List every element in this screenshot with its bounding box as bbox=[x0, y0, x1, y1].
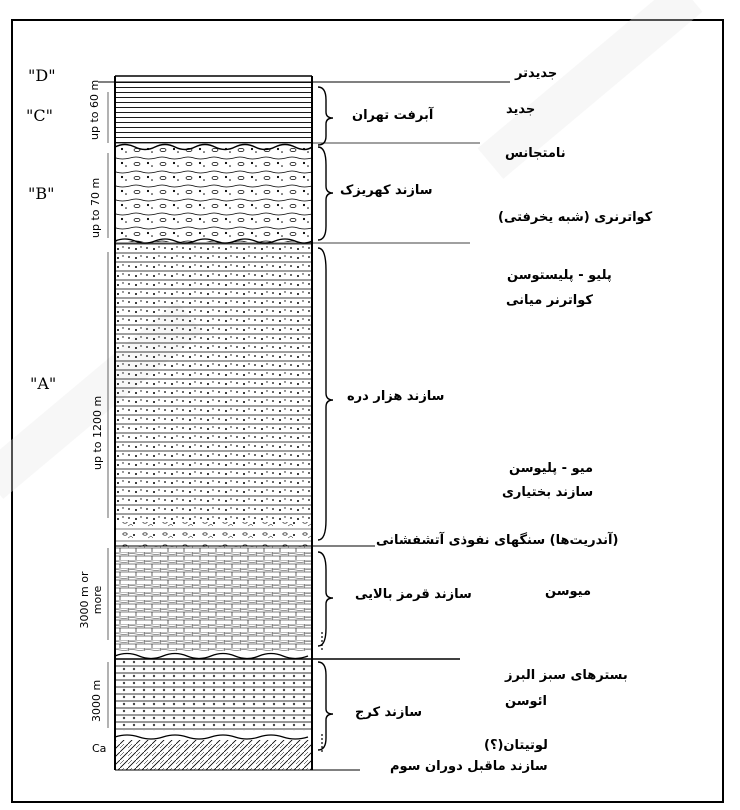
formation-karaj: سازند کرج bbox=[355, 705, 423, 720]
formation-tehran-alluvium: آبرفت تهران bbox=[352, 108, 434, 123]
thickness-label-low: 3000 m bbox=[90, 679, 103, 722]
layer-upper-red bbox=[115, 546, 312, 651]
label-green-beds: بسترهای سبز البرز bbox=[505, 668, 628, 683]
unconformity-wave bbox=[114, 238, 313, 244]
brace-hezardarreh bbox=[317, 247, 334, 541]
age-mio-pliocene: میو - پلیوسن bbox=[509, 461, 594, 476]
layer-andesite bbox=[115, 522, 312, 546]
age-lutetian: لوتیتان(؟) bbox=[484, 738, 548, 753]
label-andesite: (آندریت‌ها) سنگهای نفوذی آتشفشانی bbox=[376, 533, 619, 548]
brace-upper-red bbox=[317, 551, 334, 647]
layer-hezardarreh bbox=[115, 242, 312, 522]
unit-label-a: "A" bbox=[30, 374, 57, 393]
brace-tehran-alluvium bbox=[317, 86, 334, 146]
thickness-label-a: up to 1200 m bbox=[91, 395, 104, 470]
thickness-label-c: up to 60 m bbox=[88, 79, 101, 140]
age-eocene: ائوسن bbox=[505, 694, 547, 709]
unit-label-d: "D" bbox=[28, 66, 56, 85]
age-quaternary: کواترنری (شبه یخرفتی) bbox=[498, 210, 653, 225]
formation-upper-red: سازند قرمز بالایی bbox=[355, 587, 472, 602]
unit-label-b: "B" bbox=[28, 184, 55, 203]
age-plio-pleistocene: پلیو - پلیستوسن bbox=[507, 268, 612, 283]
age-mid-quaternary: کواترنر میانی bbox=[506, 293, 593, 308]
brace-kahrizak bbox=[317, 146, 334, 241]
unconformity-wave bbox=[114, 143, 313, 151]
unconformity-wave bbox=[114, 734, 309, 740]
age-miocene: میوسن bbox=[545, 584, 591, 599]
thickness-label-mid: 3000 m or more bbox=[78, 571, 104, 629]
brace-karaj bbox=[317, 661, 334, 751]
layer-kahrizak bbox=[115, 147, 312, 242]
layer-karaj bbox=[115, 659, 312, 731]
formation-pre-tertiary: سازند ماقبل دوران سوم bbox=[390, 759, 548, 774]
thickness-label-b: up to 70 m bbox=[89, 177, 102, 238]
unit-label-c: "C" bbox=[26, 106, 53, 125]
layer-pre-tertiary bbox=[115, 740, 312, 770]
age-recent: جدید bbox=[506, 102, 536, 117]
age-most-recent: جدیدتر bbox=[515, 66, 558, 81]
label-unconformity: نامتجانس bbox=[505, 146, 566, 161]
layer-tehran-alluvium bbox=[115, 82, 312, 147]
label-bakhtiari: سازند بختیاری bbox=[502, 485, 594, 500]
unconformity-wave bbox=[114, 652, 309, 660]
thickness-label-base: Ca bbox=[92, 742, 107, 755]
formation-hezardarreh: سازند هزار دره bbox=[347, 389, 445, 404]
formation-kahrizak: سازند کهریزک bbox=[340, 183, 433, 198]
